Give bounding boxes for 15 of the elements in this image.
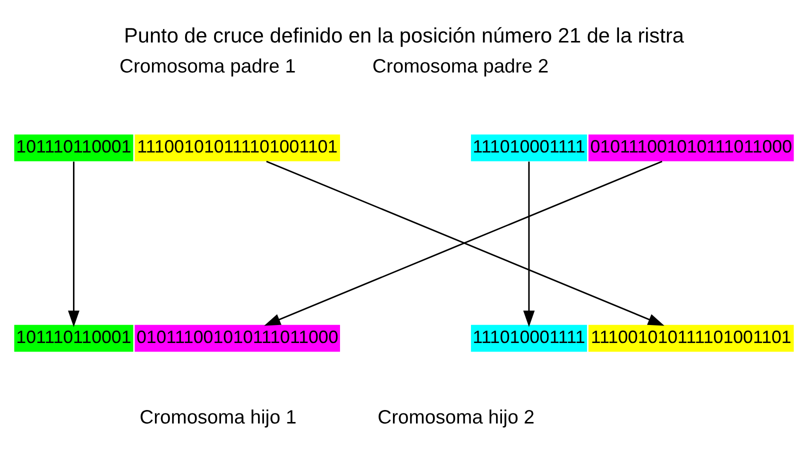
node-box: 111010001111 <box>470 324 587 352</box>
label: Cromosoma hijo 2 <box>378 406 534 428</box>
node-box: 111001010111101001101 <box>134 134 340 161</box>
node-box: 111010001111 <box>470 134 587 161</box>
arrow <box>523 161 535 326</box>
node-box: 010111001010111011000 <box>134 324 340 352</box>
node-box: 101110110001 <box>14 134 134 161</box>
node-box: 010111001010111011000 <box>588 134 794 161</box>
label: Cromosoma hijo 1 <box>140 406 296 428</box>
diagram-title: Punto de cruce definido en la posición número 21 de la ristra <box>124 24 684 48</box>
label: Cromosoma padre 2 <box>372 55 549 78</box>
label: Cromosoma padre 1 <box>120 55 296 78</box>
node-box: 111001010111101001101 <box>588 324 794 352</box>
arrow <box>68 161 80 326</box>
node-box: 101110110001 <box>14 324 134 352</box>
